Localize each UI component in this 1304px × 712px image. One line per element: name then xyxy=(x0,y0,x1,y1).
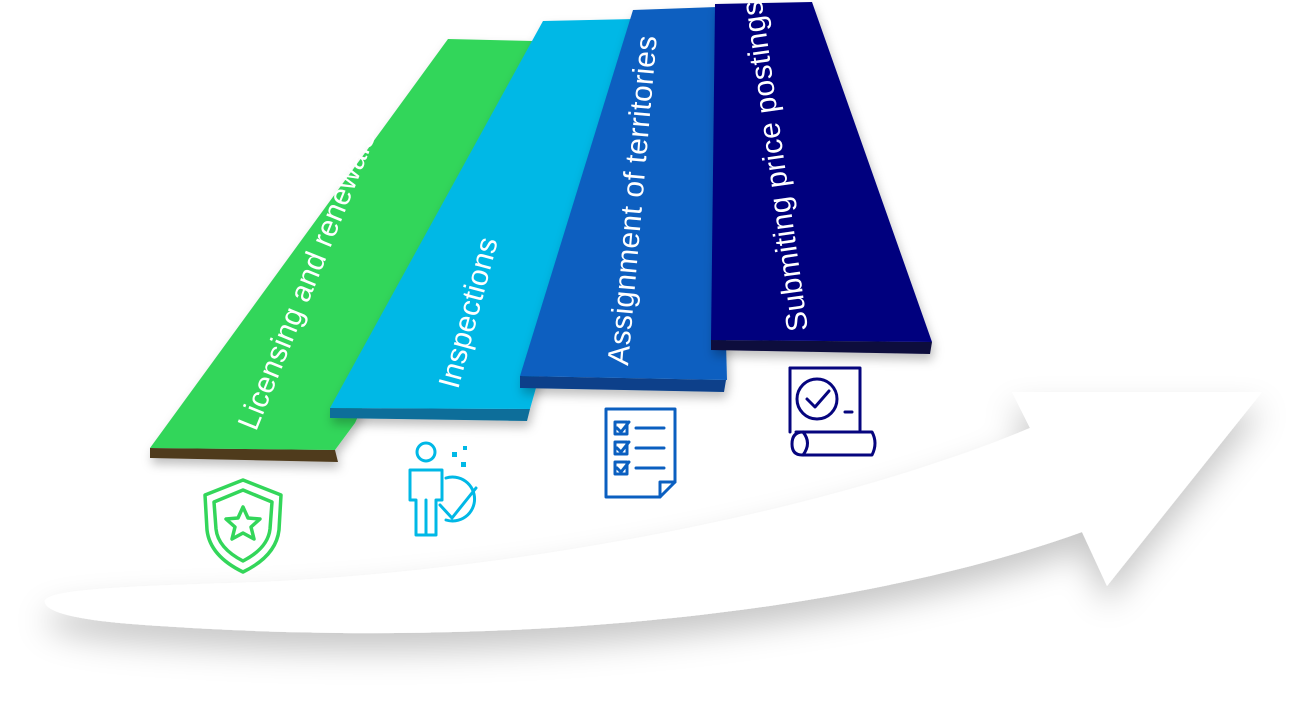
step-price-strip xyxy=(711,2,932,342)
step-licensing-edge xyxy=(150,448,338,462)
step-price-edge xyxy=(711,340,932,354)
step-price xyxy=(711,2,932,354)
step-licensing-strip xyxy=(150,39,533,450)
shield-star-icon xyxy=(203,478,283,574)
step-inspections xyxy=(330,19,635,421)
step-territories xyxy=(520,7,727,392)
progress-arrow xyxy=(44,392,1262,634)
step-licensing xyxy=(150,39,533,462)
step-inspections-edge xyxy=(330,408,530,421)
step-territories-strip xyxy=(520,7,727,380)
step-inspections-strip xyxy=(330,19,635,409)
step-territories-edge xyxy=(520,376,726,392)
approved-scroll-icon xyxy=(788,366,877,457)
inspector-check-icon xyxy=(408,441,478,537)
checklist-document-icon xyxy=(604,407,677,499)
